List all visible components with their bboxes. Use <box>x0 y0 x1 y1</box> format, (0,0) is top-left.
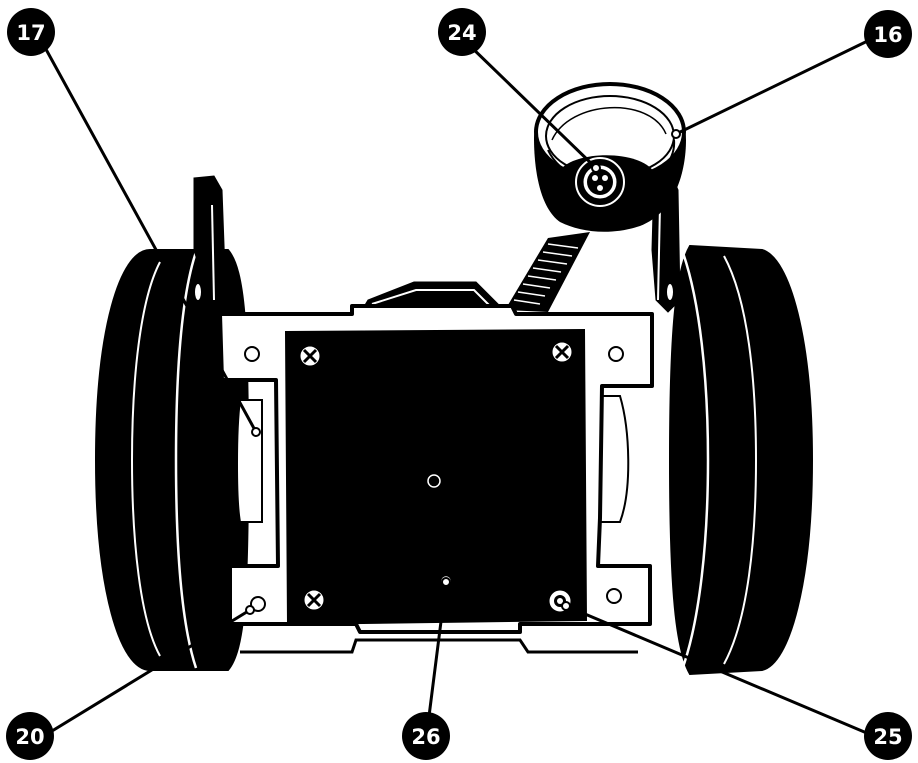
callout-25-label: 25 <box>873 725 902 749</box>
leader-20 <box>32 608 252 744</box>
leader-17 <box>40 40 258 434</box>
leader-16 <box>674 32 884 136</box>
callout-20-label: 20 <box>15 725 44 749</box>
callout-24-label: 24 <box>447 21 476 45</box>
right-wheel <box>668 244 814 676</box>
callout-25: 25 <box>864 712 912 760</box>
center-plate <box>284 328 588 626</box>
frame-hole-bottom-left <box>250 596 266 612</box>
leader-25 <box>564 604 890 744</box>
sensor-arm-assembly <box>505 82 686 312</box>
right-side-mount <box>599 175 681 523</box>
screw-top-left <box>299 345 321 367</box>
spring-hose <box>505 232 590 312</box>
callout-24: 24 <box>438 8 486 56</box>
callout-16: 16 <box>864 10 912 58</box>
screw-bottom-left <box>303 589 325 611</box>
right-wheel-inner-white <box>599 395 630 523</box>
callout-16-label: 16 <box>873 23 902 47</box>
right-wheel-tire <box>668 244 814 676</box>
callout-17-label: 17 <box>16 21 45 45</box>
frame-hole-top-right <box>608 346 624 362</box>
leader-24 <box>466 42 598 170</box>
callout-26-label: 26 <box>411 725 440 749</box>
plate-center-hole <box>427 474 441 488</box>
left-wheel-hub-line <box>174 251 198 669</box>
right-wheel-hub-line <box>680 249 710 671</box>
frame-hole-top-left <box>244 346 260 362</box>
right-wheel-rim-line <box>723 255 758 665</box>
callout-26: 26 <box>402 712 450 760</box>
callout-17: 17 <box>7 8 55 56</box>
screw-top-right <box>551 341 573 363</box>
left-wheel-rim-line <box>130 261 161 657</box>
frame-hole-bottom-right <box>606 588 622 604</box>
callout-20: 20 <box>6 712 54 760</box>
